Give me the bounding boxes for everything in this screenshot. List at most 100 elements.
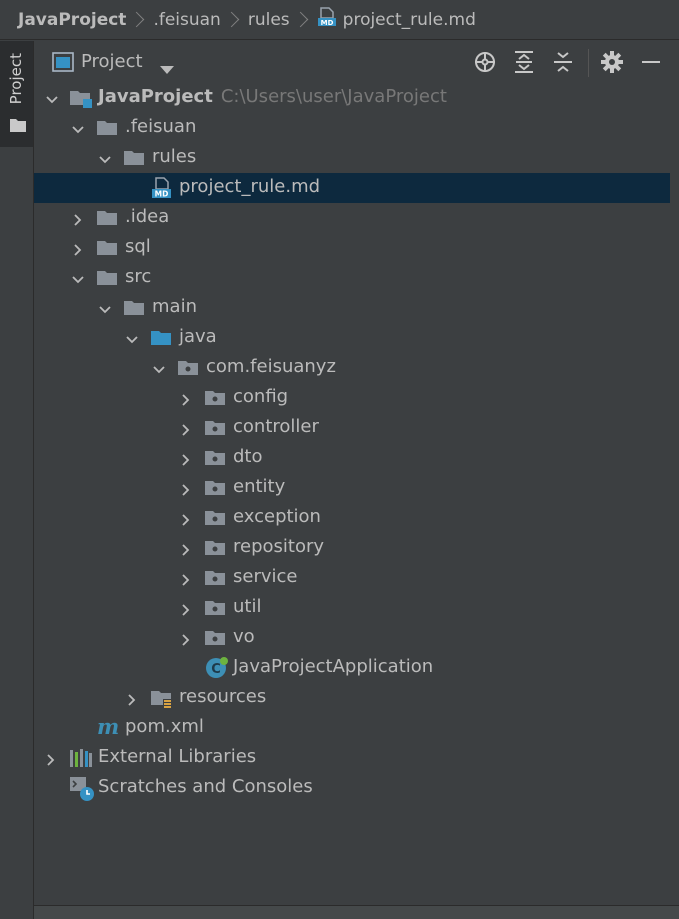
chevron-right-icon[interactable] bbox=[179, 601, 193, 616]
source-folder-icon bbox=[151, 328, 173, 348]
tree-node-label: pom.xml bbox=[125, 716, 204, 737]
horizontal-scrollbar[interactable] bbox=[34, 905, 679, 919]
package-icon bbox=[205, 598, 227, 618]
tree-node-label: util bbox=[233, 596, 262, 617]
chevron-right-icon[interactable] bbox=[44, 751, 58, 766]
vertical-scrollbar[interactable] bbox=[670, 83, 679, 903]
tree-node-label: controller bbox=[233, 416, 319, 437]
tree-node-src[interactable]: src bbox=[34, 263, 670, 293]
tree-node-entity[interactable]: entity bbox=[34, 473, 670, 503]
tree-node-external-libraries[interactable]: External Libraries bbox=[34, 743, 670, 773]
folder-icon bbox=[124, 148, 146, 168]
package-icon bbox=[205, 568, 227, 588]
chevron-right-icon[interactable] bbox=[179, 631, 193, 646]
chevron-right-icon[interactable] bbox=[179, 391, 193, 406]
tree-node-java[interactable]: java bbox=[34, 323, 670, 353]
tree-node-dto[interactable]: dto bbox=[34, 443, 670, 473]
module-folder-icon bbox=[70, 88, 92, 108]
expand-all-icon[interactable] bbox=[512, 50, 536, 74]
chevron-right-icon[interactable] bbox=[179, 481, 193, 496]
tree-node-label: Scratches and Consoles bbox=[98, 776, 313, 797]
tree-node-label: .idea bbox=[125, 206, 170, 227]
spring-boot-class-icon: C bbox=[205, 656, 228, 678]
chevron-right-icon[interactable] bbox=[71, 241, 85, 256]
package-icon bbox=[205, 418, 227, 438]
chevron-down-icon[interactable] bbox=[160, 59, 174, 78]
tree-node-config[interactable]: config bbox=[34, 383, 670, 413]
scratches-icon bbox=[69, 776, 94, 801]
folder-icon bbox=[124, 298, 146, 318]
tree-node-label: sql bbox=[125, 236, 151, 257]
markdown-file-icon: MD bbox=[317, 7, 337, 32]
tree-node-idea[interactable]: .idea bbox=[34, 203, 670, 233]
resources-folder-icon bbox=[151, 688, 173, 709]
package-icon bbox=[205, 388, 227, 408]
project-panel-header: Project bbox=[34, 41, 679, 83]
markdown-file-icon: MD bbox=[151, 177, 173, 199]
tree-node-sql[interactable]: sql bbox=[34, 233, 670, 263]
breadcrumb-item-rules[interactable]: rules bbox=[247, 9, 290, 30]
tree-node-service[interactable]: service bbox=[34, 563, 670, 593]
gear-icon[interactable] bbox=[600, 50, 624, 74]
chevron-down-icon[interactable] bbox=[152, 361, 166, 375]
breadcrumb-item-project-rule[interactable]: project_rule.md bbox=[342, 9, 476, 30]
chevron-right-icon[interactable] bbox=[179, 571, 193, 586]
chevron-down-icon[interactable] bbox=[71, 271, 85, 285]
folder-icon bbox=[97, 238, 119, 258]
project-tool-button[interactable]: Project bbox=[0, 41, 33, 147]
chevron-right-icon[interactable] bbox=[179, 421, 193, 436]
tree-node-exception[interactable]: exception bbox=[34, 503, 670, 533]
tree-node-label: exception bbox=[233, 506, 321, 527]
package-icon bbox=[178, 358, 200, 378]
tree-node-label: .feisuan bbox=[125, 116, 197, 137]
chevron-right-icon[interactable] bbox=[179, 451, 193, 466]
tree-node-label: src bbox=[125, 266, 152, 287]
chevron-down-icon[interactable] bbox=[45, 91, 59, 105]
tree-node-repository[interactable]: repository bbox=[34, 533, 670, 563]
chevron-down-icon[interactable] bbox=[98, 301, 112, 315]
tree-node-javaprojectapplication[interactable]: C JavaProjectApplication bbox=[34, 653, 670, 683]
svg-text:m: m bbox=[97, 715, 119, 739]
collapse-all-icon[interactable] bbox=[551, 50, 575, 74]
project-tool-label: Project bbox=[7, 53, 25, 105]
tree-node-label: java bbox=[179, 326, 217, 347]
svg-text:MD: MD bbox=[155, 190, 169, 199]
minimize-icon[interactable] bbox=[639, 50, 663, 74]
tree-node-pom-xml[interactable]: m pom.xml bbox=[34, 713, 670, 743]
chevron-right-icon[interactable] bbox=[179, 541, 193, 556]
tree-node-util[interactable]: util bbox=[34, 593, 670, 623]
package-icon bbox=[205, 508, 227, 528]
tree-node-label: vo bbox=[233, 626, 255, 647]
chevron-right-icon[interactable] bbox=[179, 511, 193, 526]
svg-text:C: C bbox=[211, 662, 221, 677]
tree-node-label: repository bbox=[233, 536, 325, 557]
breadcrumb-item-feisuan[interactable]: .feisuan bbox=[153, 9, 221, 30]
tree-node-com-feisuanyz[interactable]: com.feisuanyz bbox=[34, 353, 670, 383]
chevron-down-icon[interactable] bbox=[71, 121, 85, 135]
tree-node-controller[interactable]: controller bbox=[34, 413, 670, 443]
panel-title[interactable]: Project bbox=[81, 51, 143, 72]
package-icon bbox=[205, 538, 227, 558]
tree-node-feisuan[interactable]: .feisuan bbox=[34, 113, 670, 143]
chevron-down-icon[interactable] bbox=[125, 331, 139, 345]
breadcrumb-separator-icon bbox=[229, 10, 238, 30]
tree-node-vo[interactable]: vo bbox=[34, 623, 670, 653]
tree-node-scratches-and-consoles[interactable]: Scratches and Consoles bbox=[34, 773, 670, 803]
breadcrumb-item-javaproject[interactable]: JavaProject bbox=[18, 9, 127, 30]
locate-icon[interactable] bbox=[473, 50, 497, 74]
chevron-right-icon[interactable] bbox=[125, 691, 139, 706]
chevron-down-icon[interactable] bbox=[98, 151, 112, 165]
tree-node-main[interactable]: main bbox=[34, 293, 670, 323]
tree-node-label: JavaProjectApplication bbox=[233, 656, 434, 677]
tree-node-label: External Libraries bbox=[98, 746, 257, 767]
tree-node-project-rule-md[interactable]: MD project_rule.md bbox=[34, 173, 670, 203]
chevron-right-icon[interactable] bbox=[71, 211, 85, 226]
breadcrumb: JavaProject .feisuan rules MD project_ru… bbox=[0, 0, 679, 40]
tree-node-rules[interactable]: rules bbox=[34, 143, 670, 173]
breadcrumb-separator-icon bbox=[134, 10, 143, 30]
package-icon bbox=[205, 448, 227, 468]
tree-node-resources[interactable]: resources bbox=[34, 683, 670, 713]
